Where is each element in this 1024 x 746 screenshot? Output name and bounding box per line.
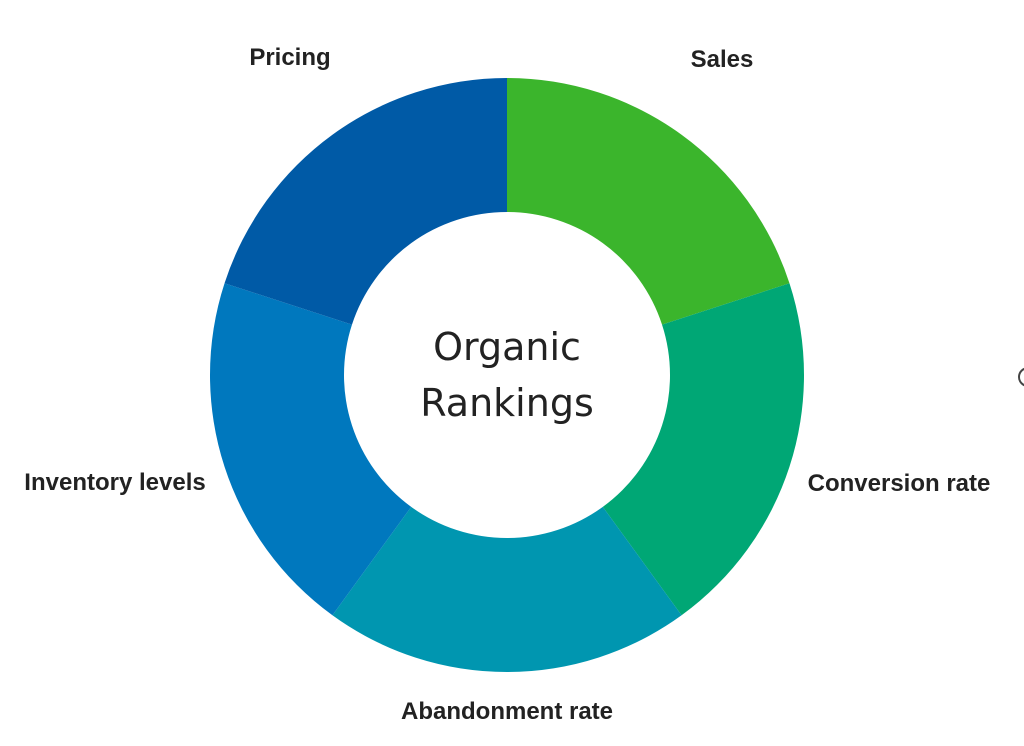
label-inventory-levels: Inventory levels (24, 469, 206, 496)
center-title: Organic Rankings (420, 319, 594, 431)
slice-conversion-rate (602, 283, 804, 616)
label-pricing: Pricing (249, 44, 331, 71)
center-title-line-1: Organic (433, 325, 581, 369)
label-conversion-rate: Conversion rate (807, 470, 991, 497)
slice-inventory-levels (209, 283, 412, 616)
slice-sales (507, 78, 790, 325)
slice-pricing (224, 78, 508, 325)
label-sales: Sales (690, 46, 754, 73)
slice-abandonment-rate (332, 506, 682, 672)
center-title-line-2: Rankings (420, 381, 594, 425)
label-abandonment-rate: Abandonment rate (400, 698, 614, 725)
